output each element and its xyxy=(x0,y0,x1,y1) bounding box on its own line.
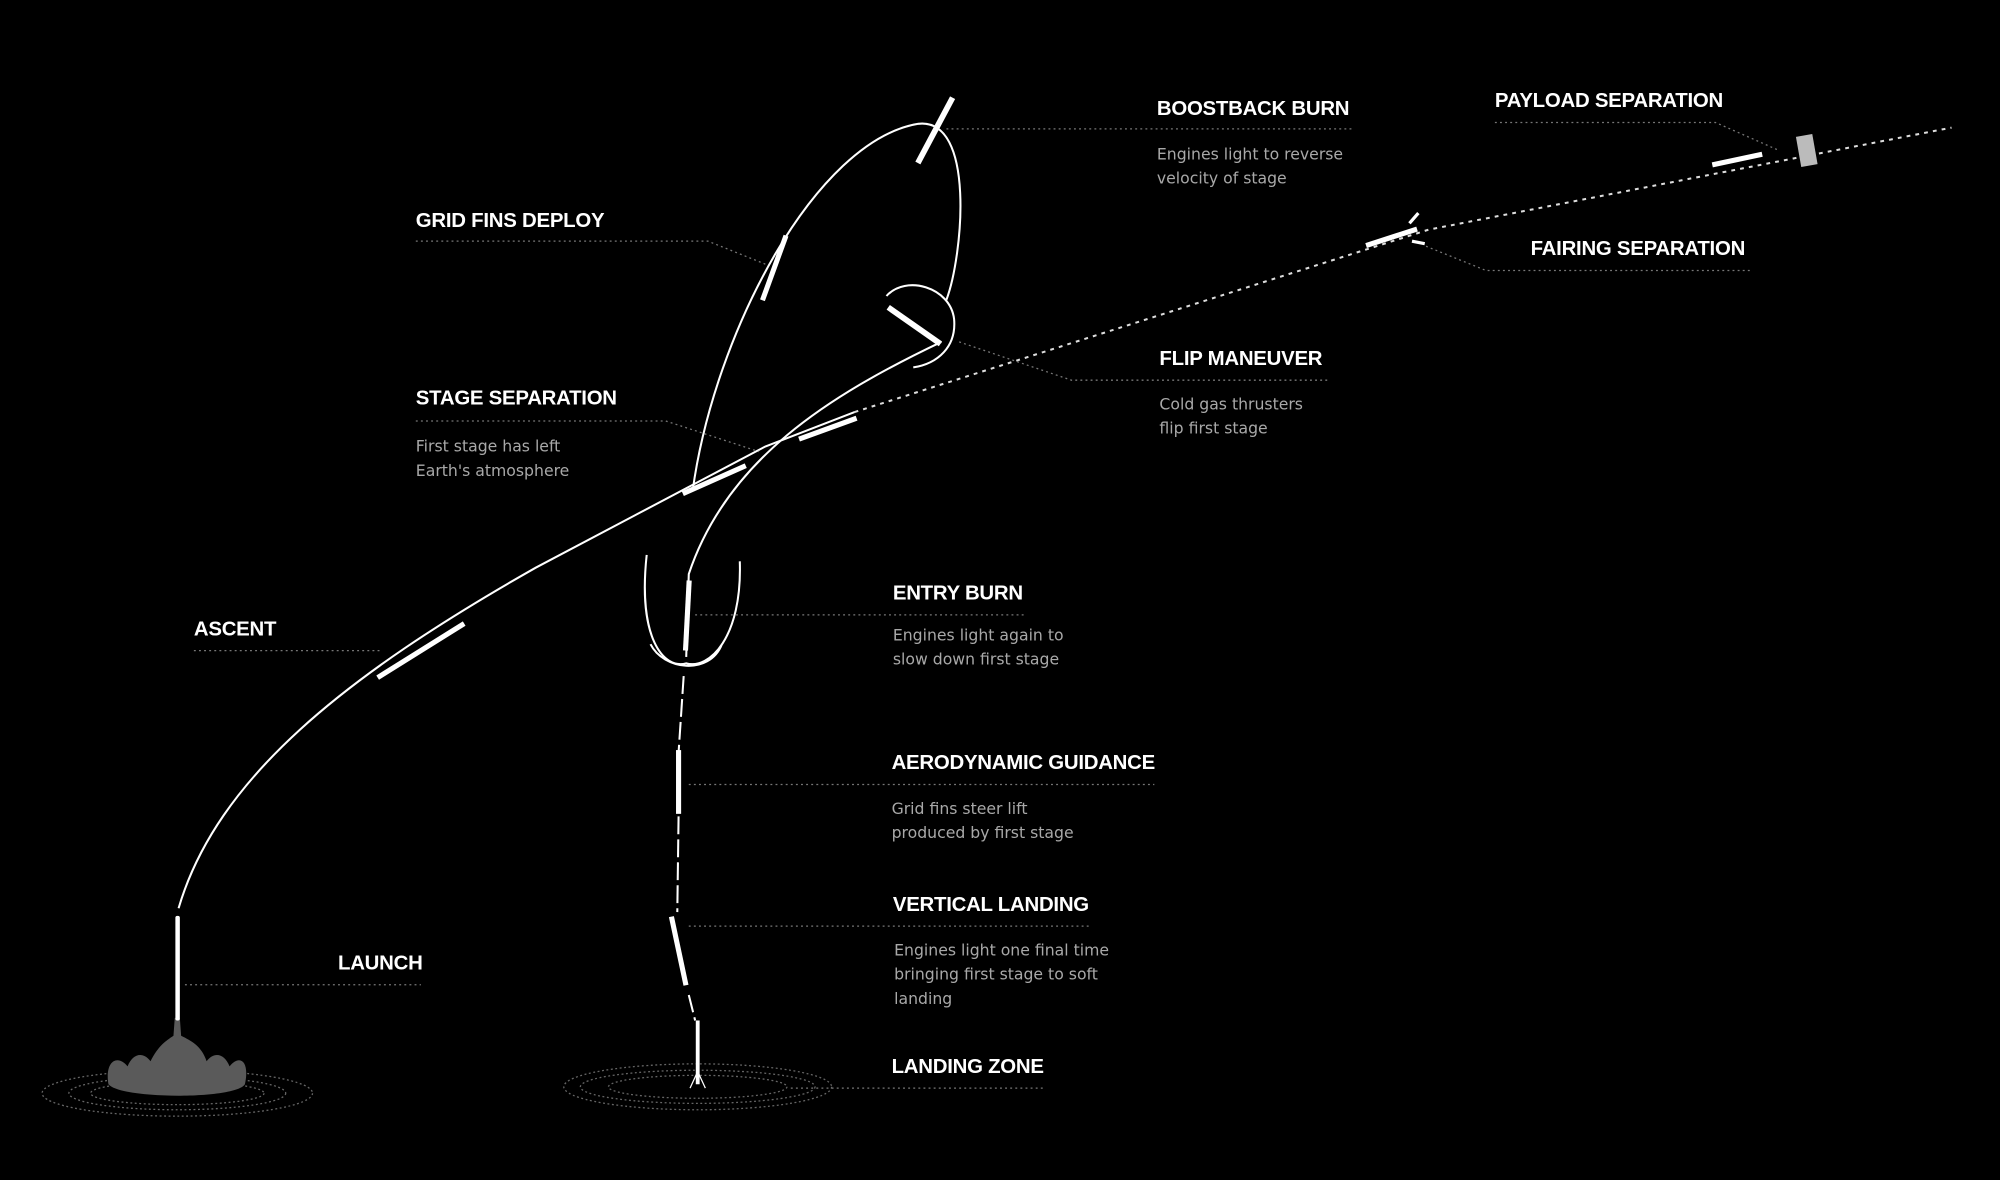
fairing-title: FAIRING SEPARATION xyxy=(1531,238,1745,260)
landing-pad xyxy=(563,1020,833,1111)
ascent-trajectory xyxy=(177,411,855,909)
flip-rocket xyxy=(886,304,943,347)
vertical-landing-desc-1: Engines light one final time xyxy=(894,940,1109,959)
entry-burn-rocket xyxy=(682,580,692,651)
launch-pad xyxy=(41,915,314,1117)
second-stage-rocket xyxy=(798,415,858,442)
entry-burn-desc-2: slow down first stage xyxy=(893,650,1059,669)
launch-rocket xyxy=(175,915,180,1021)
boostback-trajectory xyxy=(691,122,962,492)
payload-title: PAYLOAD SEPARATION xyxy=(1495,90,1723,112)
boostback-desc-2: velocity of stage xyxy=(1157,169,1287,188)
payload-satellite xyxy=(1711,133,1818,168)
flip-title: FLIP MANEUVER xyxy=(1159,348,1322,370)
flip-arc xyxy=(885,284,956,369)
flip-desc-1: Cold gas thrusters xyxy=(1159,395,1303,414)
aero-desc-2: produced by first stage xyxy=(892,823,1074,842)
entry-burn-desc-1: Engines light again to xyxy=(893,625,1064,644)
stage-separation-desc-2: Earth's atmosphere xyxy=(416,461,570,480)
grid-fins-title: GRID FINS DEPLOY xyxy=(416,210,605,232)
vertical-landing-desc-2: bringing first stage to soft xyxy=(894,965,1098,984)
entry-burn-plume xyxy=(643,554,741,667)
aero-desc-1: Grid fins steer lift xyxy=(892,799,1028,818)
grid-fins-rocket xyxy=(760,234,789,302)
vertical-landing-desc-3: landing xyxy=(894,989,952,1008)
stage-separation-title: STAGE SEPARATION xyxy=(416,387,617,409)
boostback-desc-1: Engines light to reverse xyxy=(1157,145,1343,164)
return-trajectory xyxy=(685,340,942,657)
landing-zone-title: LANDING ZONE xyxy=(892,1056,1044,1078)
leader-lines xyxy=(184,121,1780,1089)
ascent-rocket xyxy=(376,621,466,680)
stage-separation-desc-1: First stage has left xyxy=(416,437,561,456)
aero-rocket xyxy=(676,750,682,814)
launch-title: LAUNCH xyxy=(338,952,423,974)
launch-plume xyxy=(107,1017,247,1096)
landing-burn-rocket xyxy=(668,916,689,986)
aero-title: AERODYNAMIC GUIDANCE xyxy=(892,752,1155,774)
flip-desc-2: flip first stage xyxy=(1159,419,1267,438)
boostback-rocket xyxy=(915,96,956,165)
ascent-title: ASCENT xyxy=(194,618,277,640)
descent-trajectory xyxy=(676,676,697,1021)
boostback-title: BOOSTBACK BURN xyxy=(1157,98,1349,120)
fairing-separation-rocket xyxy=(1365,212,1426,249)
second-stage-trajectory xyxy=(854,126,1952,414)
landed-rocket xyxy=(695,1020,700,1085)
separation-rocket xyxy=(681,463,747,497)
entry-burn-title: ENTRY BURN xyxy=(893,583,1023,605)
vertical-landing-title: VERTICAL LANDING xyxy=(893,894,1089,916)
